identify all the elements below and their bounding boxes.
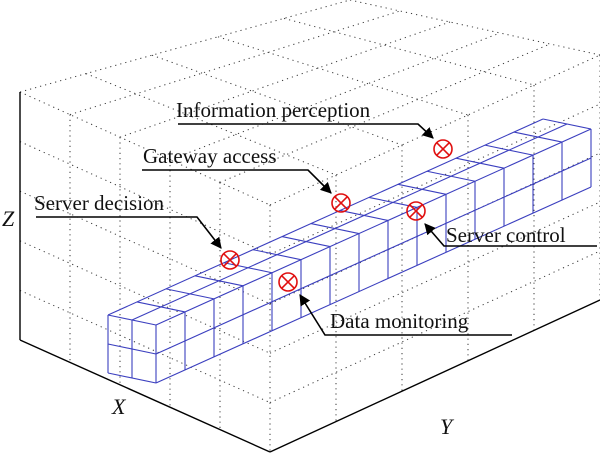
arrow-server-control [424,223,597,247]
arrow-data-monitoring [299,294,512,336]
marker-server-control-circled-x-icon [406,201,426,221]
label-server-control: Server control [446,223,566,247]
beam-wireframe [107,118,592,384]
sensor-markers [220,139,453,292]
arrow-gateway-access [142,169,332,194]
axis-label-z: Z [2,206,15,231]
marker-gateway-access-circled-x-icon [331,193,351,213]
arrow-server-decision [36,216,222,249]
marker-server-decision-circled-x-icon [220,250,240,270]
label-information-perception: Information perception [176,98,371,122]
annotation-arrows [36,123,597,336]
axis-label-x: X [111,394,127,419]
label-data-monitoring: Data monitoring [330,309,469,333]
arrow-information-perception [178,123,434,139]
label-gateway-access: Gateway access [143,144,277,168]
axes-frame [19,92,600,453]
axis-label-y: Y [440,414,455,439]
label-server-decision: Server decision [34,191,165,215]
marker-data-monitoring-circled-x-icon [278,272,298,292]
marker-information-perception-circled-x-icon [433,139,453,159]
